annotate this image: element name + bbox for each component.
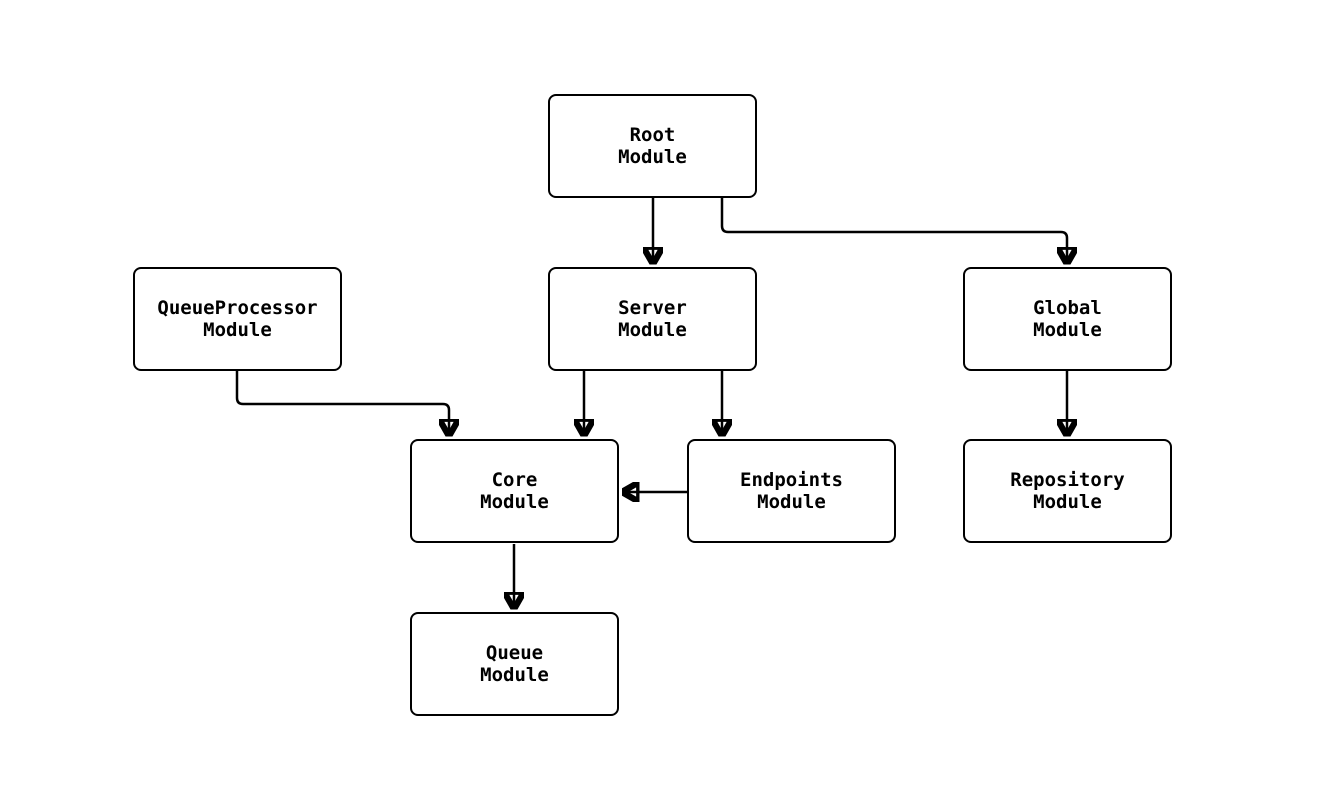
node-label-line1: Repository bbox=[1010, 469, 1125, 491]
node-label-line1: Global bbox=[1033, 297, 1102, 319]
node-label-line2: Module bbox=[1033, 319, 1102, 341]
node-label-line2: Module bbox=[618, 146, 687, 168]
node-label-line2: Module bbox=[1033, 491, 1102, 513]
node-label-line2: Module bbox=[203, 319, 272, 341]
node-repository-module: Repository Module bbox=[963, 439, 1172, 543]
node-root-module: Root Module bbox=[548, 94, 757, 198]
edge-queueprocessor-core bbox=[235, 371, 449, 435]
node-label-line2: Module bbox=[480, 491, 549, 513]
node-core-module: Core Module bbox=[410, 439, 619, 543]
node-queueprocessor-module: QueueProcessor Module bbox=[133, 267, 342, 371]
node-label-line2: Module bbox=[480, 664, 549, 686]
node-label-line1: Core bbox=[491, 469, 538, 491]
node-label-line1: Root bbox=[629, 124, 676, 146]
node-label-line2: Module bbox=[618, 319, 687, 341]
node-endpoints-module: Endpoints Module bbox=[687, 439, 896, 543]
node-label-line2: Module bbox=[757, 491, 826, 513]
node-label-line1: QueueProcessor bbox=[157, 297, 318, 319]
node-label-line1: Server bbox=[618, 297, 687, 319]
node-server-module: Server Module bbox=[548, 267, 757, 371]
node-label-line1: Queue bbox=[485, 642, 544, 664]
edge-root-global bbox=[720, 198, 1067, 263]
node-label-line1: Endpoints bbox=[740, 469, 843, 491]
node-global-module: Global Module bbox=[963, 267, 1172, 371]
node-queue-module: Queue Module bbox=[410, 612, 619, 716]
